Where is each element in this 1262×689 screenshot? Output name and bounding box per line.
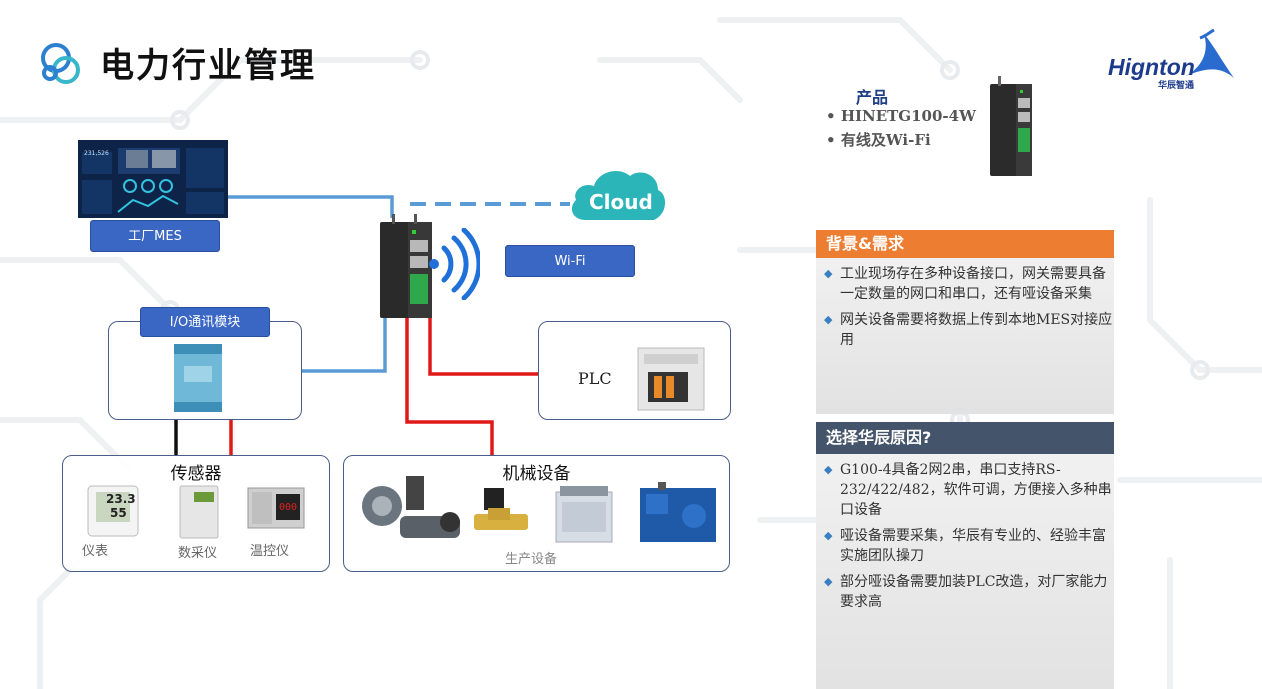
temp-reading: 000 bbox=[279, 502, 298, 513]
mes-label: 工厂MES bbox=[90, 220, 220, 252]
motor-pump-device bbox=[362, 476, 460, 538]
io-module-device bbox=[174, 344, 222, 412]
background-bullet: ◆网关设备需要将数据上传到本地MES对接应用 bbox=[824, 312, 1113, 348]
bullet-diamond-icon: ◆ bbox=[824, 267, 833, 280]
meter-reading: 55 bbox=[110, 506, 127, 520]
mes-dashboard-value: 231,526 bbox=[84, 150, 109, 157]
bird-logo-icon bbox=[1186, 28, 1234, 78]
reasons-heading: 选择华辰原因? bbox=[816, 422, 1114, 454]
bullet-diamond-icon: ◆ bbox=[824, 313, 833, 326]
background-bullet: ◆工业现场存在多种设备接口，网关需要具备一定数量的网口和串口，还有哑设备采集 bbox=[824, 266, 1106, 302]
product-item: • 有线及Wi-Fi bbox=[826, 131, 931, 149]
cloud-link-icon bbox=[41, 43, 80, 84]
cloud-icon bbox=[571, 171, 666, 220]
chiller-unit-device bbox=[555, 486, 613, 543]
mes-dashboard-screen bbox=[78, 140, 228, 218]
temp-controller-device bbox=[247, 487, 305, 529]
plc-label: PLC bbox=[578, 369, 612, 388]
reasons-bullet: ◆G100-4具备2网2串，串口支持RS-232/422/482，软件可调，方便… bbox=[824, 462, 1112, 518]
gateway-device bbox=[380, 214, 432, 318]
gateway-product-image bbox=[990, 76, 1032, 176]
data-logger-caption: 数采仪 bbox=[178, 546, 218, 561]
reasons-panel: 选择华辰原因? ◆G100-4具备2网2串，串口支持RS-232/422/482… bbox=[816, 422, 1114, 689]
brand-logo-subtext: 华辰智通 bbox=[1158, 81, 1195, 91]
page-title: 电力行业管理 bbox=[100, 46, 316, 86]
bullet-diamond-icon: ◆ bbox=[824, 463, 833, 476]
machines-title: 机械设备 bbox=[502, 464, 571, 484]
meter-device bbox=[87, 485, 139, 537]
meter-reading: 23.3 bbox=[106, 492, 136, 506]
solenoid-valve-device bbox=[474, 488, 528, 530]
reasons-bullet: ◆部分哑设备需要加装PLC改造，对厂家能力要求高 bbox=[824, 574, 1108, 610]
wifi-label: Wi-Fi bbox=[505, 245, 635, 277]
wifi-signal-icon bbox=[429, 228, 480, 300]
bullet-diamond-icon: ◆ bbox=[824, 529, 833, 542]
temp-controller-caption: 温控仪 bbox=[250, 544, 290, 559]
boiler-device bbox=[640, 482, 716, 542]
background-needs-panel: 背景&需求 ◆工业现场存在多种设备接口，网关需要具备一定数量的网口和串口，还有哑… bbox=[816, 230, 1114, 414]
product-item: • HINETG100-4W bbox=[826, 107, 976, 125]
bullet-diamond-icon: ◆ bbox=[824, 575, 833, 588]
reasons-bullet: ◆哑设备需要采集，华辰有专业的、经验丰富实施团队操刀 bbox=[824, 528, 1106, 564]
plc-device bbox=[637, 347, 705, 411]
sensors-title: 传感器 bbox=[170, 464, 222, 484]
cloud-label: Cloud bbox=[589, 190, 653, 214]
product-heading: 产品 bbox=[856, 88, 889, 107]
machines-caption: 生产设备 bbox=[505, 552, 558, 567]
meter-caption: 仪表 bbox=[82, 544, 109, 559]
io-module-label: I/O通讯模块 bbox=[140, 307, 270, 337]
background-needs-heading: 背景&需求 bbox=[816, 230, 1114, 258]
data-logger-device bbox=[179, 485, 219, 539]
brand-logo-text: Hignton bbox=[1108, 54, 1195, 80]
